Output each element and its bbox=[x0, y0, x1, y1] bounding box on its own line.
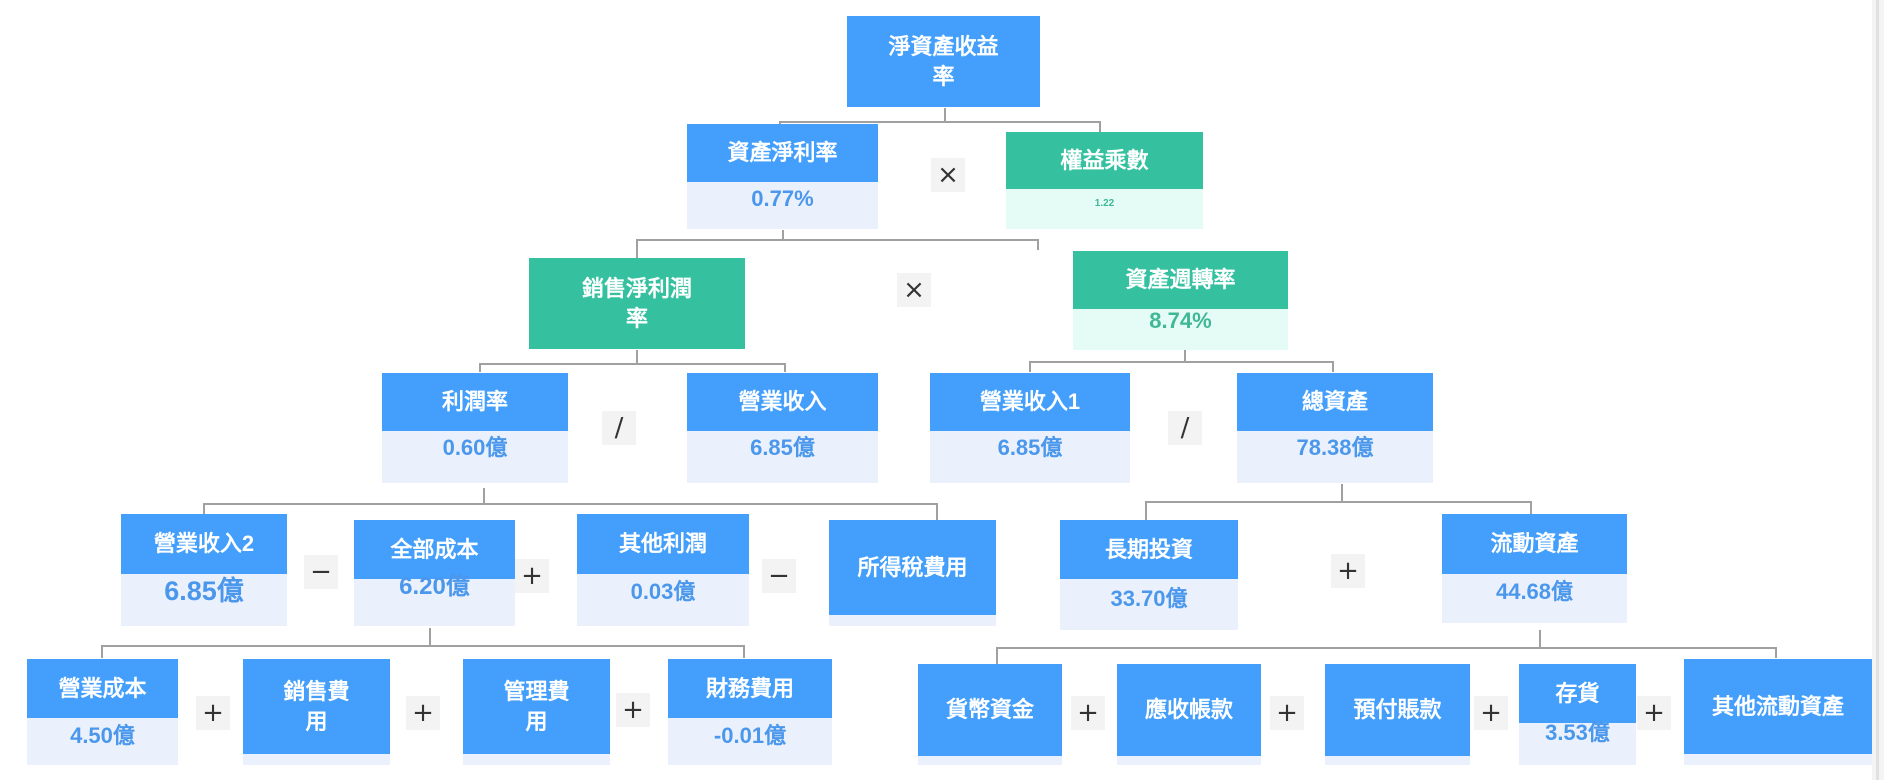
node-roe[interactable]: 淨資產收益率 bbox=[847, 16, 1040, 107]
node-prepayments-footer bbox=[1325, 756, 1470, 765]
node-total-cost-label: 全部成本 bbox=[354, 520, 515, 579]
node-net-profit-rate-value: 0.77% bbox=[687, 182, 878, 229]
node-net-profit-rate-label: 資產淨利率 bbox=[687, 124, 878, 182]
node-equity-multiplier-value: 1.22 bbox=[1006, 189, 1203, 229]
node-income-tax[interactable]: 所得稅費用 bbox=[829, 520, 996, 626]
node-other-current[interactable]: 其他流動資產 bbox=[1684, 659, 1872, 765]
node-other-profit-label: 其他利潤 bbox=[577, 514, 749, 574]
divide-operator-2: ∕ bbox=[1168, 411, 1202, 445]
multiply-operator-2: × bbox=[897, 273, 931, 307]
plus-operator-1: + bbox=[515, 559, 549, 593]
node-selling-expense-footer bbox=[243, 754, 390, 765]
plus-operator-4: + bbox=[406, 696, 440, 730]
node-current-assets[interactable]: 流動資產 44.68億 bbox=[1442, 514, 1627, 623]
node-current-assets-value: 44.68億 bbox=[1442, 574, 1627, 623]
node-total-cost-value: 6.20億 bbox=[354, 575, 515, 626]
node-income-tax-footer bbox=[829, 615, 996, 626]
node-revenue-label: 營業收入 bbox=[687, 373, 878, 431]
node-total-assets-label: 總資產 bbox=[1237, 373, 1433, 431]
node-cash-label: 貨幣資金 bbox=[918, 664, 1062, 756]
plus-operator-3: + bbox=[196, 696, 230, 730]
node-long-term-invest-label: 長期投資 bbox=[1060, 520, 1238, 579]
plus-operator-5: + bbox=[616, 693, 650, 727]
node-other-profit[interactable]: 其他利潤 0.03億 bbox=[577, 514, 749, 626]
node-equity-multiplier[interactable]: 權益乘數 1.22 bbox=[1006, 132, 1203, 229]
node-operating-cost-value: 4.50億 bbox=[27, 718, 178, 765]
node-operating-cost[interactable]: 營業成本 4.50億 bbox=[27, 659, 178, 765]
node-inventory-value: 3.53億 bbox=[1519, 722, 1636, 765]
node-revenue-2[interactable]: 營業收入2 6.85億 bbox=[121, 514, 287, 626]
node-cash-footer bbox=[918, 756, 1062, 765]
plus-operator-9: + bbox=[1637, 696, 1671, 730]
node-cash[interactable]: 貨幣資金 bbox=[918, 664, 1062, 765]
node-profit-label: 利潤率 bbox=[382, 373, 568, 431]
node-receivables-footer bbox=[1117, 756, 1261, 765]
plus-operator-6: + bbox=[1071, 696, 1105, 730]
node-other-profit-value: 0.03億 bbox=[577, 574, 749, 626]
node-inventory-label: 存貨 bbox=[1519, 664, 1636, 723]
node-receivables-label: 應收帳款 bbox=[1117, 664, 1261, 756]
node-asset-turnover-value: 8.74% bbox=[1073, 309, 1288, 350]
node-admin-expense-label: 管理費用 bbox=[463, 659, 610, 754]
plus-operator-7: + bbox=[1270, 696, 1304, 730]
node-prepayments-label: 預付賬款 bbox=[1325, 664, 1470, 756]
node-selling-expense-label: 銷售費用 bbox=[243, 659, 390, 754]
node-finance-expense-label: 財務費用 bbox=[668, 659, 832, 718]
node-asset-turnover-label: 資產週轉率 bbox=[1073, 251, 1288, 309]
node-admin-expense-footer bbox=[463, 754, 610, 765]
node-revenue-1-label: 營業收入1 bbox=[930, 373, 1130, 431]
divide-operator-1: ∕ bbox=[602, 411, 636, 445]
node-prepayments[interactable]: 預付賬款 bbox=[1325, 664, 1470, 765]
node-asset-turnover[interactable]: 資產週轉率 8.74% bbox=[1073, 251, 1288, 350]
node-sales-net-margin[interactable]: 銷售淨利潤率 bbox=[529, 258, 745, 349]
node-equity-multiplier-label: 權益乘數 bbox=[1006, 132, 1203, 189]
node-revenue-value: 6.85億 bbox=[687, 431, 878, 483]
node-finance-expense[interactable]: 財務費用 -0.01億 bbox=[668, 659, 832, 765]
node-long-term-invest[interactable]: 長期投資 33.70億 bbox=[1060, 520, 1238, 630]
node-revenue-1-value: 6.85億 bbox=[930, 431, 1130, 483]
node-other-current-label: 其他流動資產 bbox=[1684, 659, 1872, 754]
node-sales-net-margin-label: 銷售淨利潤率 bbox=[529, 258, 745, 349]
node-net-profit-rate[interactable]: 資產淨利率 0.77% bbox=[687, 124, 878, 229]
node-revenue[interactable]: 營業收入 6.85億 bbox=[687, 373, 878, 483]
node-long-term-invest-value: 33.70億 bbox=[1060, 579, 1238, 630]
node-total-assets-value: 78.38億 bbox=[1237, 431, 1433, 483]
node-finance-expense-value: -0.01億 bbox=[668, 718, 832, 765]
node-receivables[interactable]: 應收帳款 bbox=[1117, 664, 1261, 765]
plus-operator-2: + bbox=[1331, 554, 1365, 588]
node-profit[interactable]: 利潤率 0.60億 bbox=[382, 373, 568, 483]
node-profit-value: 0.60億 bbox=[382, 431, 568, 483]
multiply-operator-1: × bbox=[931, 158, 965, 192]
node-selling-expense[interactable]: 銷售費用 bbox=[243, 659, 390, 765]
node-revenue-2-label: 營業收入2 bbox=[121, 514, 287, 574]
node-revenue-1[interactable]: 營業收入1 6.85億 bbox=[930, 373, 1130, 483]
node-inventory[interactable]: 存貨 3.53億 bbox=[1519, 664, 1636, 765]
node-revenue-2-value: 6.85億 bbox=[121, 574, 287, 626]
node-admin-expense[interactable]: 管理費用 bbox=[463, 659, 610, 765]
node-current-assets-label: 流動資產 bbox=[1442, 514, 1627, 574]
node-operating-cost-label: 營業成本 bbox=[27, 659, 178, 718]
node-roe-label: 淨資產收益率 bbox=[847, 16, 1040, 107]
node-income-tax-label: 所得稅費用 bbox=[829, 520, 996, 615]
right-scroll-thumb[interactable] bbox=[1876, 0, 1879, 780]
minus-operator-1: − bbox=[304, 555, 338, 589]
minus-operator-2: − bbox=[762, 559, 796, 593]
node-total-assets[interactable]: 總資產 78.38億 bbox=[1237, 373, 1433, 483]
plus-operator-8: + bbox=[1474, 696, 1508, 730]
node-other-current-footer bbox=[1684, 754, 1872, 765]
node-total-cost[interactable]: 全部成本 6.20億 bbox=[354, 520, 515, 626]
